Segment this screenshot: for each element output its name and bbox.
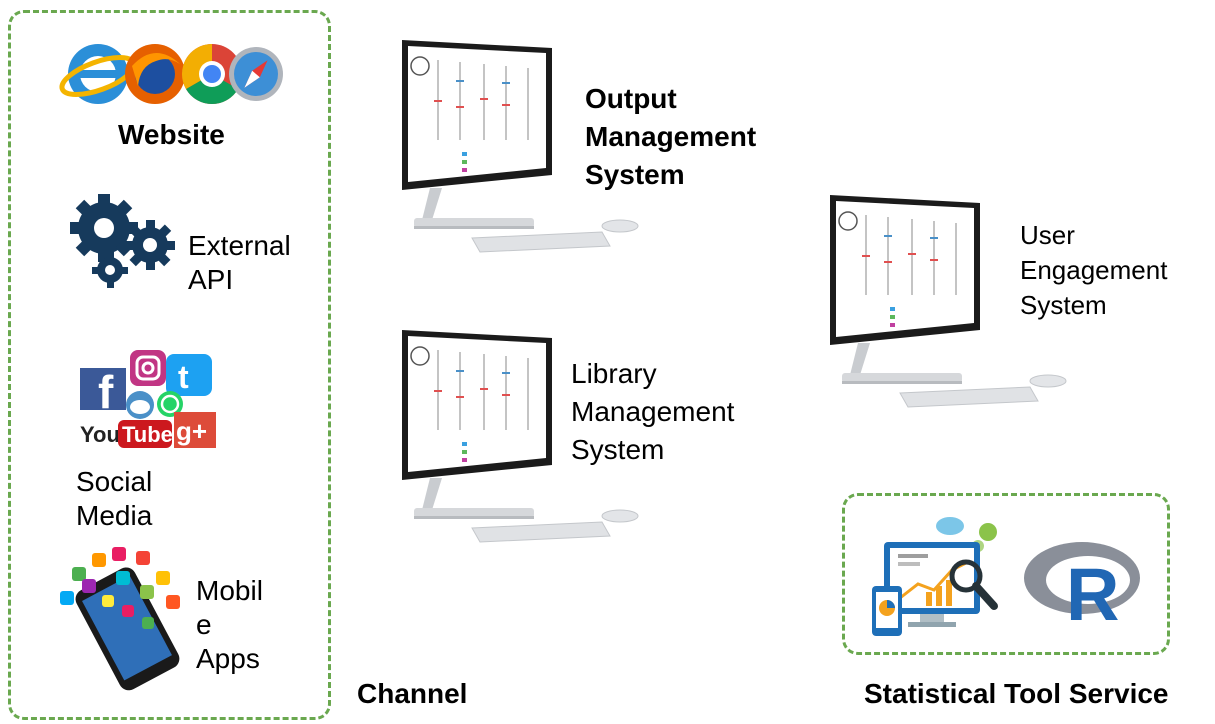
website-label: Website bbox=[118, 119, 225, 150]
external-api-label: External API bbox=[188, 230, 291, 295]
social-media-icons: f t You Tube g+ bbox=[80, 350, 216, 448]
social-media-label: Social Media bbox=[76, 466, 153, 531]
gears-icon bbox=[70, 194, 175, 288]
r-logo-icon: R bbox=[1024, 542, 1140, 636]
output-management-system-label: Output Management System bbox=[585, 83, 757, 190]
channel-label: Channel bbox=[357, 678, 468, 709]
svg-text:R: R bbox=[1066, 553, 1119, 636]
user-engagement-system-label: User Engagement System bbox=[1020, 220, 1168, 320]
mobile-apps-label: Mobil e Apps bbox=[196, 575, 263, 674]
svg-text:g+: g+ bbox=[176, 416, 207, 446]
svg-text:t: t bbox=[178, 359, 189, 395]
smartphone-apps-icon bbox=[60, 547, 180, 691]
svg-text:f: f bbox=[98, 366, 114, 418]
svg-text:Tube: Tube bbox=[122, 422, 173, 447]
library-management-system-label: Library Management System bbox=[571, 358, 735, 465]
statistical-tool-service-label: Statistical Tool Service bbox=[864, 678, 1169, 709]
analytics-dashboard-icon bbox=[872, 517, 998, 636]
statistical-tool-group-box bbox=[842, 493, 1170, 655]
svg-text:You: You bbox=[80, 422, 120, 447]
browser-icons bbox=[59, 43, 283, 105]
channel-group-box bbox=[8, 10, 331, 720]
